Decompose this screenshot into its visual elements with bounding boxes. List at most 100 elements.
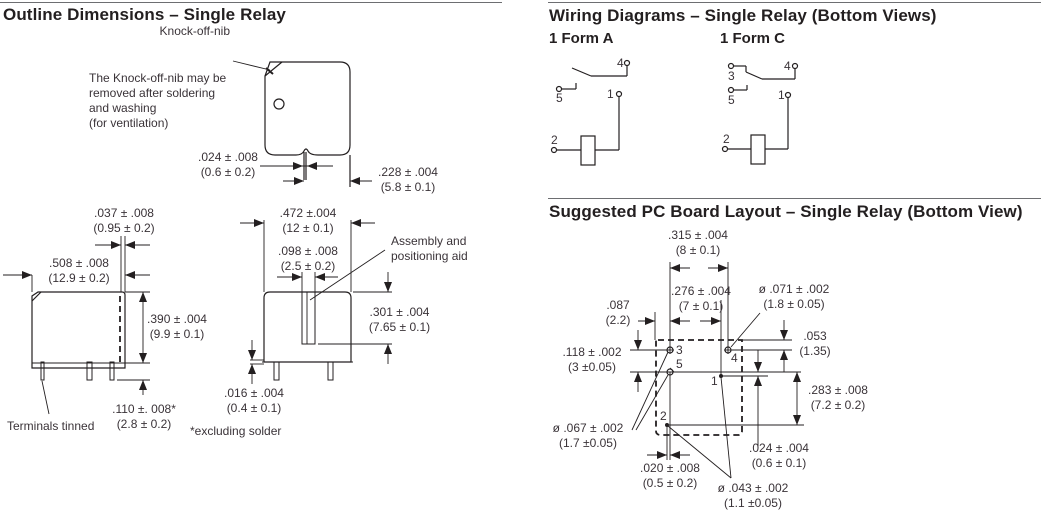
- pcb-pin-5-label: 5: [676, 357, 683, 371]
- form-c-pin-4: 4: [784, 59, 791, 73]
- form-c-pin-3: 3: [728, 69, 735, 83]
- dim-inch: .472 ±.004: [279, 206, 337, 220]
- dim-mm: (8 ± 0.1): [675, 243, 721, 257]
- dim-mm: (7.2 ± 0.2): [810, 398, 866, 412]
- dim-inch: .508 ± .008: [49, 256, 109, 270]
- dim-hole-small: ø .043 ± .002 (1.1 ±0.05): [710, 481, 796, 511]
- dim-inch: .110 ±. 008*: [112, 402, 176, 416]
- outline-title: Outline Dimensions – Single Relay: [3, 5, 286, 24]
- footnote: *excluding solder: [190, 424, 282, 438]
- dim-mm: (2.2): [605, 313, 631, 327]
- form-c-pin-5: 5: [728, 93, 735, 107]
- dim-pin4-offset: .053 (1.35): [795, 329, 835, 359]
- nib-note-line: removed after soldering: [89, 86, 216, 100]
- dim-inch: .016 ± .004: [224, 386, 284, 400]
- terminals-label: Terminals tinned: [7, 419, 95, 433]
- nib-note-line: (for ventilation): [89, 116, 169, 130]
- dim-mm: (5.8 ± 0.1): [380, 180, 436, 194]
- dim-mm: (0.6 ± 0.1): [751, 456, 807, 470]
- dim-mm: (0.4 ± 0.1): [226, 401, 282, 415]
- dim-inch: .087: [606, 298, 630, 312]
- form-a-pin-5: 5: [556, 91, 563, 105]
- aid-label: Assembly and positioning aid: [391, 234, 468, 264]
- dim-mm: (2.8 ± 0.2): [116, 417, 172, 431]
- dim-inch: .228 ± .004: [378, 165, 438, 179]
- dim-end-width: .472 ±.004 (12 ± 0.1): [273, 206, 343, 236]
- dim-mm: (2.5 ± 0.2): [280, 259, 336, 273]
- dim-inch: ø .067 ± .002: [552, 421, 624, 435]
- dim-inch: .276 ± .004: [671, 284, 731, 298]
- dim-inch: .053: [803, 329, 827, 343]
- section-rule-right: [548, 2, 1041, 3]
- dim-pin-offset: .228 ± .004 (5.8 ± 0.1): [373, 165, 443, 195]
- form-c-label: 1 Form C: [720, 30, 786, 47]
- dim-hole-medium: ø .067 ± .002 (1.7 ±0.05): [545, 421, 631, 451]
- dim-outer-span: .315 ± .004 (8 ± 0.1): [660, 228, 736, 258]
- dim-mm: (12 ± 0.1): [282, 221, 334, 235]
- dim-mm: (1.1 ±0.05): [724, 496, 782, 510]
- relay-top-view: [232, 60, 372, 187]
- dim-aid-height: .301 ± .004 (7.65 ± 0.1): [362, 305, 437, 335]
- pcb-pin-2-label: 2: [660, 409, 667, 423]
- form-a-label: 1 Form A: [549, 30, 614, 47]
- wiring-form-c: [721, 62, 799, 165]
- form-a-pin-4: 4: [617, 56, 624, 70]
- dim-mm: (1.8 ± 0.05): [763, 297, 825, 311]
- wiring-form-a: [550, 59, 631, 166]
- dim-inch: .024 ± .004: [749, 441, 809, 455]
- dim-mm: (0.5 ± 0.2): [642, 476, 698, 490]
- vent-hole-icon: [273, 98, 285, 110]
- relay-side-view: [3, 236, 150, 415]
- dim-pin-width: .024 ± .008 (0.6 ± 0.2): [193, 150, 263, 180]
- pcb-title: Suggested PC Board Layout – Single Relay…: [549, 202, 1023, 221]
- dim-mm: (0.6 ± 0.2): [200, 165, 256, 179]
- dim-length: .508 ± .008 (12.9 ± 0.2): [43, 256, 115, 286]
- dim-inner-span: .276 ± .004 (7 ± 0.1): [665, 284, 737, 314]
- dim-mm: (7 ± 0.1): [678, 299, 724, 313]
- dim-aid-width: .098 ± .008 (2.5 ± 0.2): [273, 244, 343, 274]
- pcb-layout: [630, 262, 804, 479]
- nib-note-line: and washing: [89, 101, 157, 115]
- dim-mm: (1.35): [799, 344, 831, 358]
- dim-inch: .315 ± .004: [668, 228, 728, 242]
- form-a-pin-2: 2: [551, 133, 558, 147]
- dim-inch: .283 ± .008: [808, 383, 868, 397]
- nib-note-line: The Knock-off-nib may be: [89, 71, 227, 85]
- wiring-title: Wiring Diagrams – Single Relay (Bottom V…: [549, 6, 937, 25]
- dim-mm: (9.9 ± 0.1): [149, 327, 205, 341]
- dim-inch: ø .043 ± .002: [717, 481, 789, 495]
- form-c-pin-2: 2: [723, 132, 730, 146]
- dim-inch: .020 ± .008: [640, 461, 700, 475]
- nib-label: Knock-off-nib: [159, 24, 230, 38]
- dim-pin1-offset: .024 ± .004 (0.6 ± 0.1): [743, 441, 815, 471]
- dim-inch: .037 ± .008: [94, 206, 154, 220]
- section-rule-left: [0, 2, 502, 3]
- dim-inch: .118 ± .002: [562, 345, 622, 359]
- relay-end-view: [240, 219, 392, 384]
- aid-label-line: positioning aid: [391, 249, 468, 263]
- dim-mm: (3 ±0.05): [568, 360, 616, 374]
- dim-mm: (12.9 ± 0.2): [48, 271, 110, 285]
- form-a-pin-1: 1: [607, 87, 614, 101]
- dim-inset: .037 ± .008 (0.95 ± 0.2): [89, 206, 159, 236]
- dim-height: .390 ± .004 (9.9 ± 0.1): [142, 312, 212, 342]
- dim-mm: (0.95 ± 0.2): [93, 221, 155, 235]
- dim-inch: .024 ± .008: [198, 150, 258, 164]
- dim-edge-offset: .087 (2.2): [600, 298, 636, 328]
- section-rule-pcb: [548, 198, 1041, 199]
- pcb-pin-1-label: 1: [711, 374, 718, 388]
- form-c-pin-1: 1: [778, 88, 785, 102]
- aid-label-line: Assembly and: [391, 234, 467, 248]
- dim-mm: (1.7 ±0.05): [559, 436, 617, 450]
- dim-inch: .098 ± .008: [278, 244, 338, 258]
- dim-standoff: .016 ± .004 (0.4 ± 0.1): [219, 386, 289, 416]
- dim-inch: ø .071 ± .002: [758, 282, 830, 296]
- dim-pin12-spacing: .283 ± .008 (7.2 ± 0.2): [802, 383, 874, 413]
- dim-pin-length: .110 ±. 008* (2.8 ± 0.2): [108, 402, 180, 432]
- pcb-pin-4-label: 4: [731, 351, 738, 365]
- dim-pin2-offset: .020 ± .008 (0.5 ± 0.2): [634, 461, 706, 491]
- dim-hole-large: ø .071 ± .002 (1.8 ± 0.05): [750, 282, 838, 312]
- dim-pin35-spacing: .118 ± .002 (3 ±0.05): [556, 345, 628, 375]
- dim-mm: (7.65 ± 0.1): [368, 320, 431, 334]
